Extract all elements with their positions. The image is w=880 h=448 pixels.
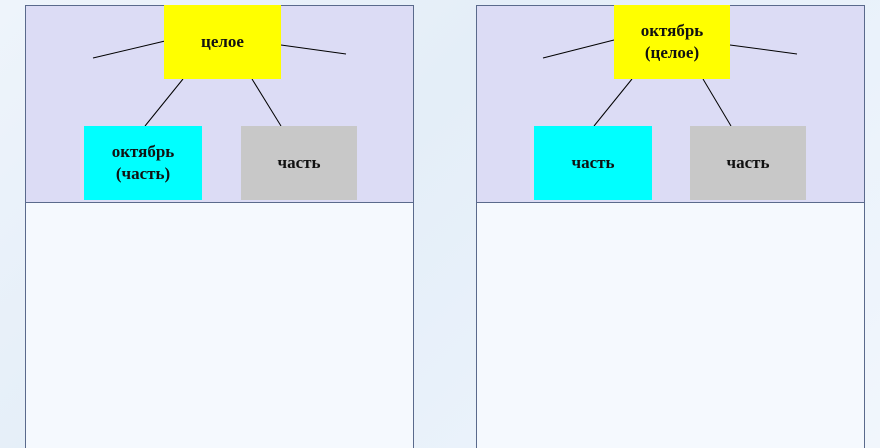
left-part-1-box: октябрь (часть) [84,126,202,200]
right-answer-area [477,203,864,448]
left-whole-label: целое [201,32,244,51]
left-line-side-left [92,40,166,59]
left-line-to-part-2 [251,78,282,127]
right-part-2-label: часть [726,153,770,172]
left-whole-box: целое [164,5,281,79]
left-line-side-right [280,44,347,55]
left-line-to-part-1 [144,78,184,127]
right-line-to-part-2 [702,78,732,127]
left-answer-area [26,203,413,448]
right-part-2-box: часть [690,126,806,200]
right-line-side-left [542,39,615,59]
right-diagram-panel [476,5,865,448]
left-part-2-label: часть [277,153,321,172]
left-part-2-box: часть [241,126,357,200]
right-whole-box: октябрь (целое) [614,5,730,79]
right-part-1-box: часть [534,126,652,200]
right-whole-label: октябрь (целое) [640,21,704,62]
right-line-to-part-1 [593,78,633,127]
right-line-side-right [729,44,798,55]
right-part-1-label: часть [571,153,615,172]
left-part-1-label: октябрь (часть) [111,142,175,183]
